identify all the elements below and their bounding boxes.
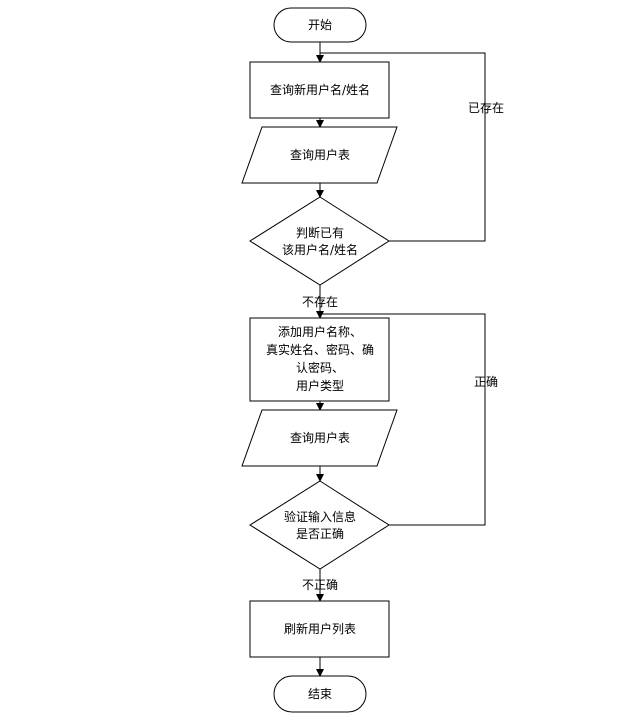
refresh-label: 刷新用户列表: [284, 621, 356, 636]
end-node: 结束: [273, 675, 367, 713]
edge-exists-label: 已存在: [468, 101, 504, 115]
edge-correct-loop: [320, 313, 486, 526]
edge-incorrect-label: 不正确: [302, 578, 338, 592]
edge-exists-loop: [320, 52, 486, 242]
add-info-line-2: 真实姓名、密码、确: [266, 342, 374, 357]
add-info-line-3: 认密码、: [296, 360, 344, 375]
query-table-2-label: 查询用户表: [290, 430, 350, 445]
validate-decision: 验证输入信息 是否正确: [249, 480, 390, 570]
end-label: 结束: [308, 687, 332, 701]
check-exists-decision: 判断已有 该用户名/姓名: [249, 196, 390, 286]
validate-line-2: 是否正确: [296, 527, 344, 541]
check-exists-line-1: 判断已有: [296, 225, 344, 240]
add-info-line-1: 添加用户名称、: [278, 324, 362, 339]
validate-line-1: 验证输入信息: [284, 509, 356, 524]
edge-correct-label: 正确: [474, 375, 498, 389]
check-exists-line-2: 该用户名/姓名: [282, 242, 358, 257]
query-name-process: 查询新用户名/姓名: [249, 61, 390, 119]
edge-not-exists-label: 不存在: [302, 295, 338, 309]
query-name-label: 查询新用户名/姓名: [270, 82, 370, 97]
start-label: 开始: [308, 18, 332, 32]
query-table-1-data: 查询用户表: [241, 126, 398, 184]
query-table-2-data: 查询用户表: [241, 409, 398, 467]
query-table-1-label: 查询用户表: [290, 147, 350, 162]
add-info-line-4: 用户类型: [296, 378, 344, 393]
start-node: 开始: [273, 7, 367, 43]
add-info-process: 添加用户名称、 真实姓名、密码、确 认密码、 用户类型: [249, 317, 390, 402]
refresh-process: 刷新用户列表: [249, 600, 390, 658]
